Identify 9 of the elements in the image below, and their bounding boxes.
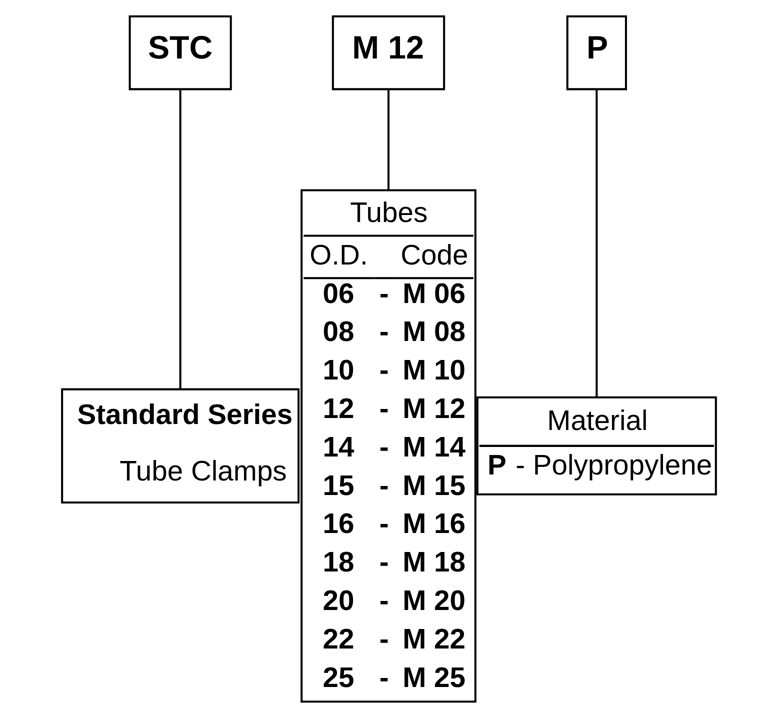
connector [596, 89, 598, 398]
node-box: M 12 [332, 15, 446, 90]
node-box: STC [128, 15, 232, 90]
connector [387, 89, 390, 190]
node-box: Tubes O.D. Code 06 - M 06 08 - M 08 10 - M 10 12 - M 12 14 - M 14 15 - M 15 16 - M 16 18 - M 18 20 - M 20 22 - M 22 25 - M 25 [300, 189, 476, 703]
node-box: Material P - Polypropylene [476, 396, 717, 496]
connector [179, 89, 182, 389]
node-box: P [566, 15, 627, 90]
node-box: Standard Series Tube Clamps [61, 388, 300, 504]
